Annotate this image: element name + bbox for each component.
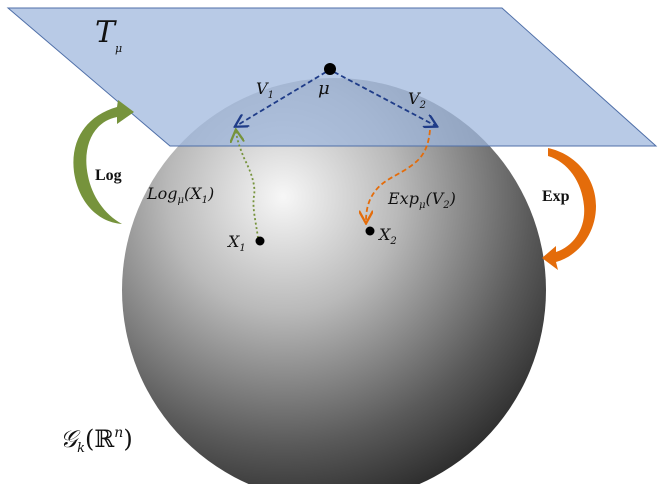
vector-v1-label: V1 [256,79,274,101]
exp-map-label: Exp [542,188,570,205]
manifold-sphere [122,78,546,484]
vector-v2-label: V2 [408,89,426,111]
point-x1 [255,236,265,246]
tangent-plane [6,7,658,147]
point-x2-label: X2 [377,225,397,247]
manifold-label: 𝒢k(ℝn) [60,425,133,456]
log-map-path [236,131,259,239]
log-curved-arrow-icon [73,100,134,224]
log-map-label: Log [95,167,122,184]
point-x2 [365,226,375,236]
log-map-expression: Logμ(X1) [146,184,214,206]
base-point-label: μ [318,78,330,99]
base-point-mu [324,63,336,75]
exp-map-path [366,129,431,222]
tangent-plane-label: Tμ [95,15,122,55]
vector-v1-arrow [236,71,327,126]
point-x1-label: X1 [226,232,246,254]
exp-curved-arrow-icon [542,148,596,270]
exp-map-expression: Expμ(V2) [387,189,456,211]
vector-v2-arrow [333,71,436,126]
